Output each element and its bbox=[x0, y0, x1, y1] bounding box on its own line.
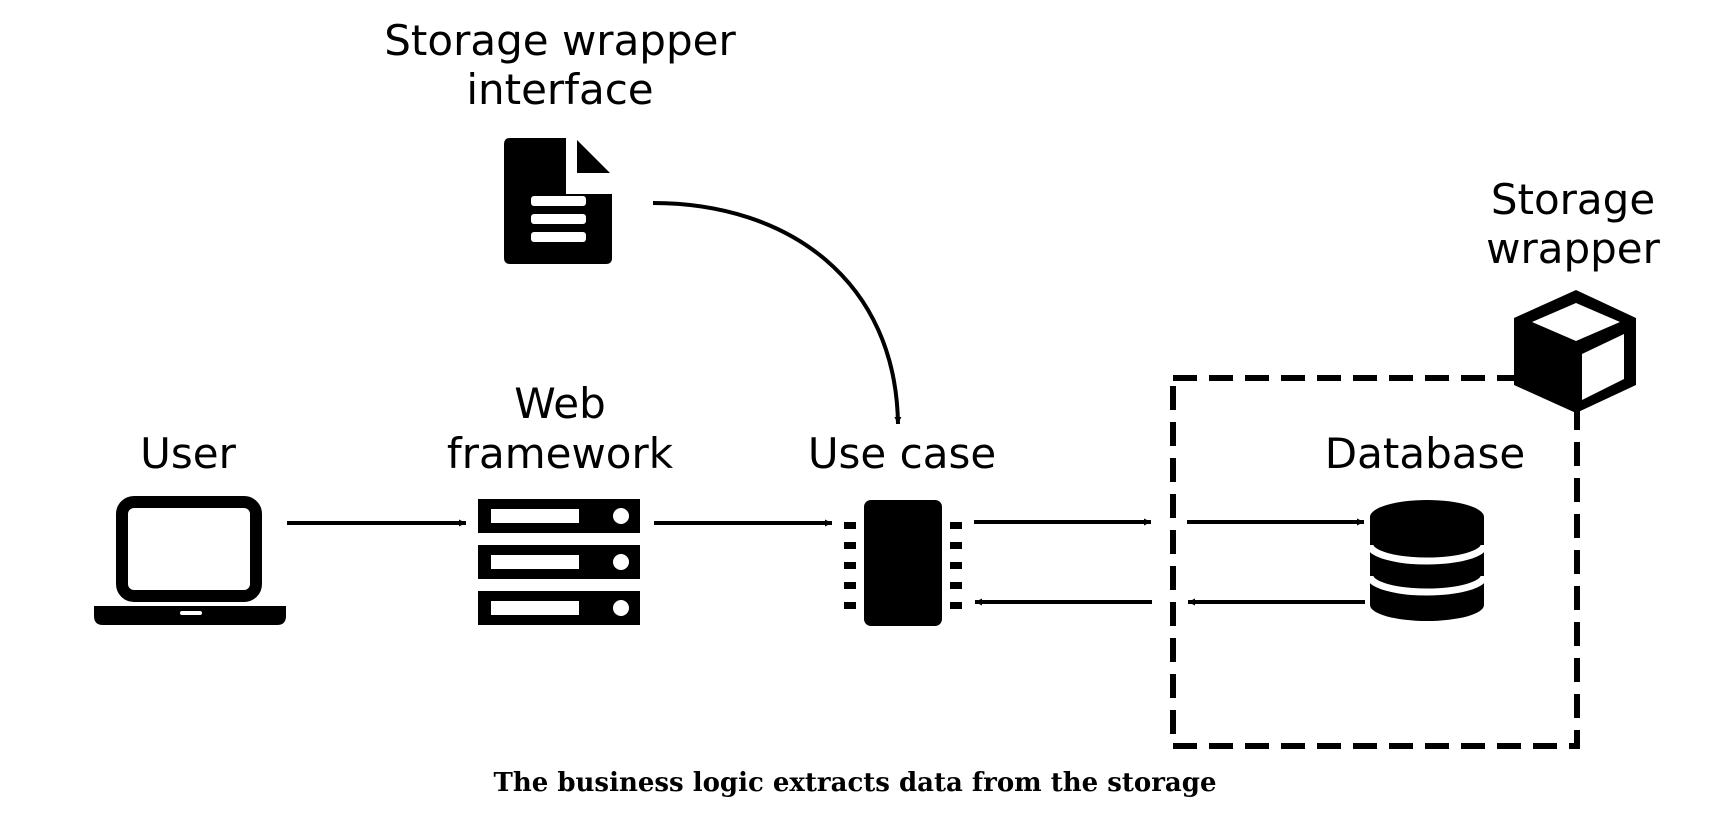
figure-caption: The business logic extracts data from th… bbox=[493, 768, 1217, 798]
web-framework-label-line2: framework bbox=[447, 429, 674, 478]
user-label: User bbox=[140, 429, 236, 478]
microchip-icon bbox=[844, 500, 962, 626]
storage-wrapper-interface-label-line2: interface bbox=[466, 65, 653, 114]
database-icon bbox=[1366, 500, 1488, 621]
cube-icon bbox=[1514, 290, 1636, 413]
connectors bbox=[287, 201, 1365, 606]
arrow-interface-to-usecase bbox=[652, 201, 902, 425]
document-fold bbox=[577, 140, 610, 173]
document-lines bbox=[531, 196, 586, 242]
storage-wrapper-label: Storage bbox=[1491, 175, 1655, 224]
use-case-label: Use case bbox=[808, 429, 996, 478]
server-rack-icon bbox=[478, 499, 640, 625]
database-label: Database bbox=[1325, 429, 1525, 478]
storage-wrapper-boundary bbox=[1170, 375, 1580, 749]
storage-wrapper-interface-label: Storage wrapper bbox=[384, 16, 736, 65]
storage-wrapper-label-line2: wrapper bbox=[1486, 224, 1661, 273]
laptop-icon bbox=[94, 496, 286, 625]
web-framework-label: Web bbox=[514, 379, 606, 428]
